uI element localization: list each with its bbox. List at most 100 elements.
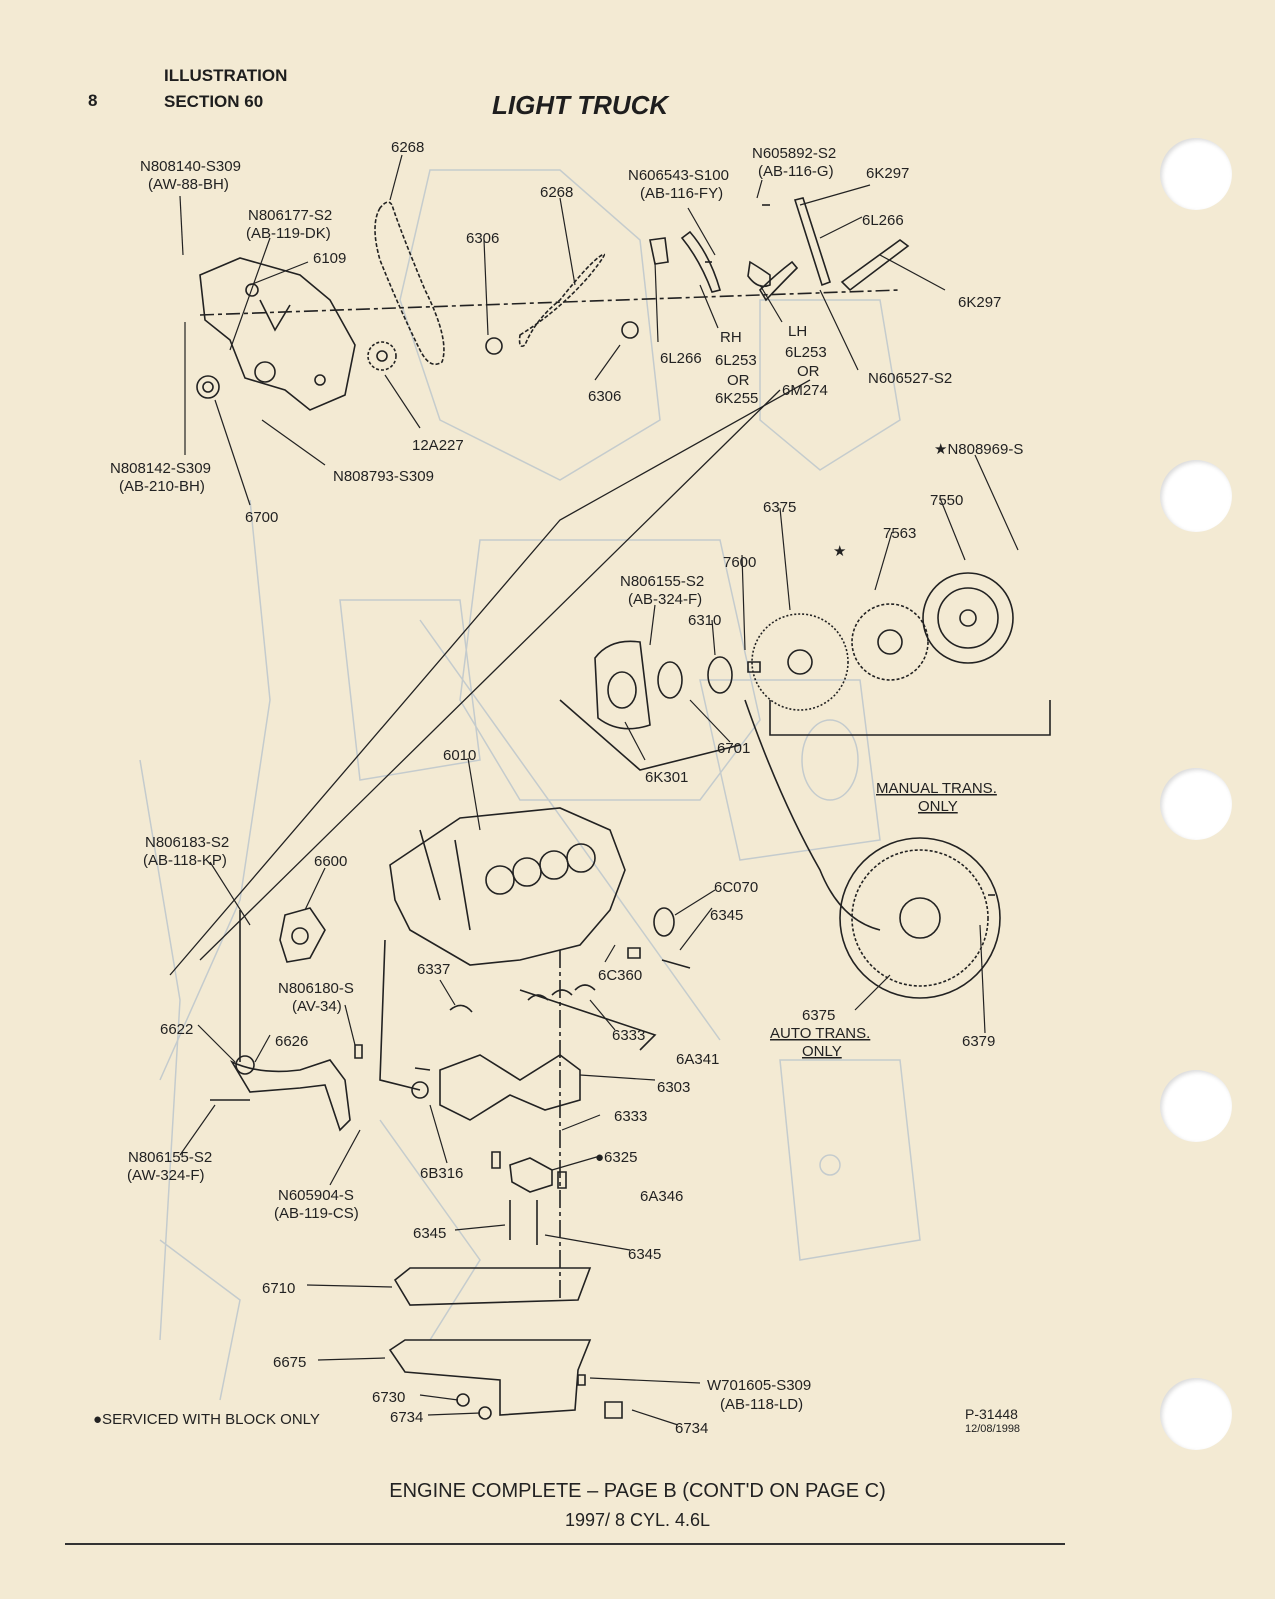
- callout-l21: 6K255: [715, 390, 758, 407]
- callout-l60: 6375: [802, 1007, 835, 1024]
- callout-l40: 6310: [688, 612, 721, 629]
- clutch-disc: [851, 603, 929, 681]
- binder-hole: [1160, 768, 1232, 840]
- callout-l36: ★: [833, 543, 846, 560]
- chain-guide-6k297-top: [793, 197, 831, 287]
- callout-l43: MANUAL TRANS.: [876, 780, 997, 797]
- oil-pan: [388, 1339, 592, 1416]
- oil-pickup: [229, 1059, 351, 1132]
- callout-l37: 7600: [723, 554, 756, 571]
- ghost-background: [139, 169, 921, 1401]
- callout-l16: 6K297: [958, 294, 1001, 311]
- footer-rule: [65, 1543, 1065, 1545]
- callout-l29: (AB-210-BH): [119, 478, 205, 495]
- callout-l24: OR: [797, 363, 820, 380]
- guide-rh: [680, 230, 721, 293]
- callout-l71: (AB-119-CS): [274, 1205, 359, 1222]
- engine-block: [389, 807, 626, 966]
- callout-l61: AUTO TRANS.: [770, 1025, 870, 1042]
- callout-l49: 6C070: [714, 879, 758, 896]
- callout-l39: (AB-324-F): [628, 591, 702, 608]
- callout-l63: 6379: [962, 1033, 995, 1050]
- callout-l33: 7550: [930, 492, 963, 509]
- illustration-label: ILLUSTRATION: [164, 66, 288, 85]
- binder-hole: [1160, 1070, 1232, 1142]
- callout-l53: N806180-S: [278, 980, 354, 997]
- callout-l76: W701605-S309: [707, 1377, 811, 1394]
- callout-l72: 6345: [413, 1225, 446, 1242]
- pressure-plate: [922, 572, 1014, 664]
- callout-l41: 6701: [717, 740, 750, 757]
- rear-cover: [594, 640, 651, 730]
- callout-l10: N606543-S100: [628, 167, 729, 184]
- callout-l6: 6268: [391, 139, 424, 156]
- part-callouts: N808140-S309 (AW-88-BH) N806177-S2 (AB-1…: [110, 139, 1023, 1437]
- callout-l59: 6303: [657, 1079, 690, 1096]
- rear-seal-6701: [657, 661, 683, 699]
- guide-lh: [758, 260, 799, 302]
- callout-l25: 6M274: [782, 382, 828, 399]
- part-ref-date: 12/08/1998: [965, 1423, 1020, 1435]
- callout-l80: 6734: [675, 1420, 708, 1437]
- callout-l23: 6L253: [785, 344, 827, 361]
- callout-l48: 6600: [314, 853, 347, 870]
- callout-l47: (AB-118-KP): [143, 852, 227, 869]
- flexplate-auto: [839, 837, 1001, 999]
- callout-l19: 6L253: [715, 352, 757, 369]
- callout-l62: ONLY: [802, 1043, 842, 1060]
- section-label: SECTION 60: [164, 92, 264, 111]
- callout-l26: N606527-S2: [868, 370, 952, 387]
- binder-hole: [1160, 1378, 1232, 1450]
- callout-l45: 6010: [443, 747, 476, 764]
- callout-l15: 6L266: [862, 212, 904, 229]
- callout-l65: ●6325: [595, 1149, 637, 1166]
- callout-l51: 6C360: [598, 967, 642, 984]
- callout-l78: 6730: [372, 1389, 405, 1406]
- callout-l13: (AB-116-G): [758, 163, 834, 180]
- callout-l17: 6L266: [660, 350, 702, 367]
- callout-l9: 6306: [588, 388, 621, 405]
- callout-l42: 6K301: [645, 769, 688, 786]
- drain-plug: [604, 1401, 623, 1419]
- tensioner-lh: [747, 260, 771, 288]
- callout-l70: N605904-S: [278, 1187, 354, 1204]
- tensioner-rh: [649, 237, 669, 265]
- binder-hole: [1160, 460, 1232, 532]
- callout-l56: 6626: [275, 1033, 308, 1050]
- callout-l11: (AB-116-FY): [640, 185, 723, 202]
- callout-l55: 6622: [160, 1021, 193, 1038]
- leader-lines: [179, 154, 1019, 1426]
- footer-subtitle: 1997/ 8 CYL. 4.6L: [564, 1510, 711, 1530]
- callout-l32: ★N808969-S: [934, 441, 1023, 458]
- callout-l74: 6710: [262, 1280, 295, 1297]
- flywheel-manual: [751, 613, 849, 711]
- callout-l2: (AW-88-BH): [148, 176, 229, 193]
- timing-chain-right: [518, 253, 606, 348]
- callout-l46: N806183-S2: [145, 834, 229, 851]
- front-cover: [199, 257, 356, 411]
- callout-l58: 6A341: [676, 1051, 719, 1068]
- callout-l50: 6345: [710, 907, 743, 924]
- main-bearing-cap: [509, 1157, 553, 1193]
- footer-title: ENGINE COMPLETE – PAGE B (CONT'D ON PAGE…: [389, 1480, 886, 1502]
- callout-l69: (AW-324-F): [127, 1167, 205, 1184]
- oil-pump: [279, 907, 326, 963]
- crank-sprocket: [367, 341, 397, 371]
- callout-l27: 12A227: [412, 437, 464, 454]
- callout-l34: 6375: [763, 499, 796, 516]
- callout-l4: (AB-119-DK): [246, 225, 331, 242]
- page-number: 8: [88, 91, 98, 110]
- callout-l66: 6B316: [420, 1165, 463, 1182]
- oil-pan-gasket: [393, 1267, 592, 1306]
- callout-l54: (AV-34): [292, 998, 342, 1015]
- callout-l52: 6337: [417, 961, 450, 978]
- callout-l35: 7563: [883, 525, 916, 542]
- callout-l77: (AB-118-LD): [720, 1396, 803, 1413]
- callout-l22: LH: [788, 323, 807, 340]
- callout-l44: ONLY: [918, 798, 958, 815]
- chain-guide-6k297-right: [840, 239, 910, 292]
- callout-l31: 6700: [245, 509, 278, 526]
- page-title: LIGHT TRUCK: [492, 90, 669, 120]
- callout-l12: N605892-S2: [752, 145, 836, 162]
